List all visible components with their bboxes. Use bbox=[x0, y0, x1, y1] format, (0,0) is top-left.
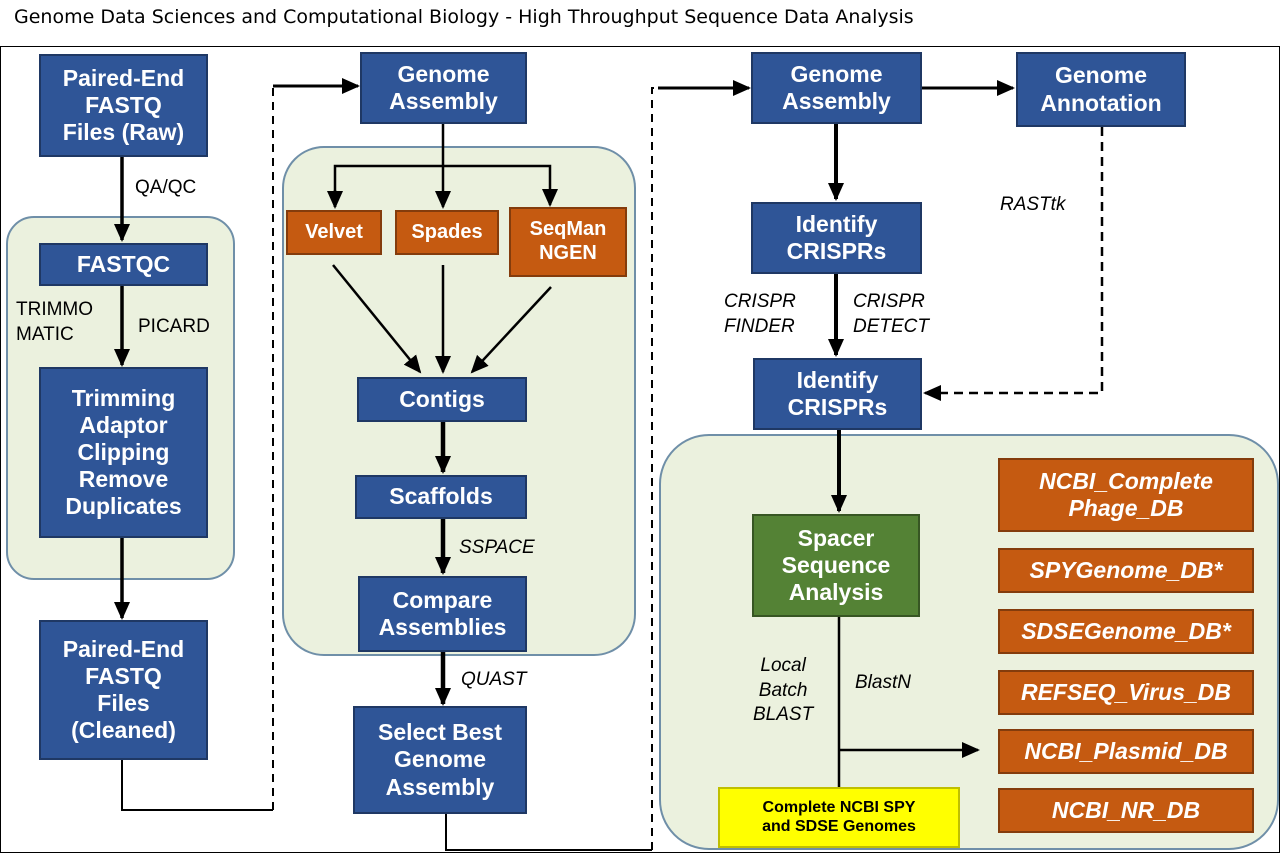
clean-fastq-node: Paired-End FASTQ Files (Cleaned) bbox=[39, 620, 208, 760]
spacer-analysis-node: Spacer Sequence Analysis bbox=[752, 514, 920, 617]
database-ncbi-plasmid: NCBI_Plasmid_DB bbox=[998, 729, 1254, 774]
seqman-node: SeqMan NGEN bbox=[509, 207, 627, 277]
identify-crisprs-node-2: Identify CRISPRs bbox=[753, 358, 922, 430]
database-spy-genome: SPYGenome_DB* bbox=[998, 548, 1254, 593]
connector-select-to-assembly bbox=[445, 814, 652, 851]
label-quast: QUAST bbox=[461, 669, 527, 690]
genome-assembly-node-2: Genome Assembly bbox=[751, 52, 922, 124]
identify-crisprs-node-1: Identify CRISPRs bbox=[751, 202, 922, 274]
contigs-node: Contigs bbox=[357, 377, 527, 422]
dashed-annotation-to-identify bbox=[923, 127, 1104, 401]
connector-clean-to-assembly bbox=[121, 760, 273, 811]
label-blastn: BlastN bbox=[855, 672, 911, 693]
database-refseq-virus: REFSEQ_Virus_DB bbox=[998, 670, 1254, 715]
label-qaqc: QA/QC bbox=[135, 177, 197, 198]
database-ncbi-complete-phage: NCBI_Complete Phage_DB bbox=[998, 458, 1254, 532]
label-picard: PICARD bbox=[138, 316, 210, 337]
ncbi-genomes-node: Complete NCBI SPY and SDSE Genomes bbox=[718, 787, 960, 848]
scaffolds-node: Scaffolds bbox=[355, 475, 527, 519]
label-local-batch-blast: Local Batch BLAST bbox=[753, 655, 814, 726]
genome-assembly-node-1: Genome Assembly bbox=[360, 52, 527, 124]
database-ncbi-nr: NCBI_NR_DB bbox=[998, 788, 1254, 833]
label-crispr-finder: CRISPR FINDER bbox=[724, 291, 796, 337]
select-best-node: Select Best Genome Assembly bbox=[353, 706, 527, 814]
database-sdse-genome: SDSEGenome_DB* bbox=[998, 609, 1254, 654]
fastqc-node: FASTQC bbox=[39, 243, 208, 286]
arrow-seqman-to-contigs bbox=[470, 286, 552, 374]
label-trimmomatic: TRIMMO MATIC bbox=[16, 299, 94, 345]
spades-node: Spades bbox=[395, 210, 499, 255]
label-sspace: SSPACE bbox=[459, 537, 535, 558]
label-rasttk: RASTtk bbox=[1000, 194, 1066, 215]
arrow-velvet-to-contigs bbox=[332, 264, 422, 374]
bracket-tools bbox=[333, 164, 558, 207]
raw-fastq-node: Paired-End FASTQ Files (Raw) bbox=[39, 54, 208, 157]
velvet-node: Velvet bbox=[286, 210, 382, 255]
label-crispr-detect: CRISPR DETECT bbox=[853, 291, 929, 337]
compare-assemblies-node: Compare Assemblies bbox=[358, 576, 527, 652]
trimming-node: Trimming Adaptor Clipping Remove Duplica… bbox=[39, 367, 208, 538]
page-title: Genome Data Sciences and Computational B… bbox=[14, 6, 914, 28]
dashed-select-to-assembly bbox=[651, 87, 658, 850]
genome-annotation-node: Genome Annotation bbox=[1016, 52, 1186, 127]
